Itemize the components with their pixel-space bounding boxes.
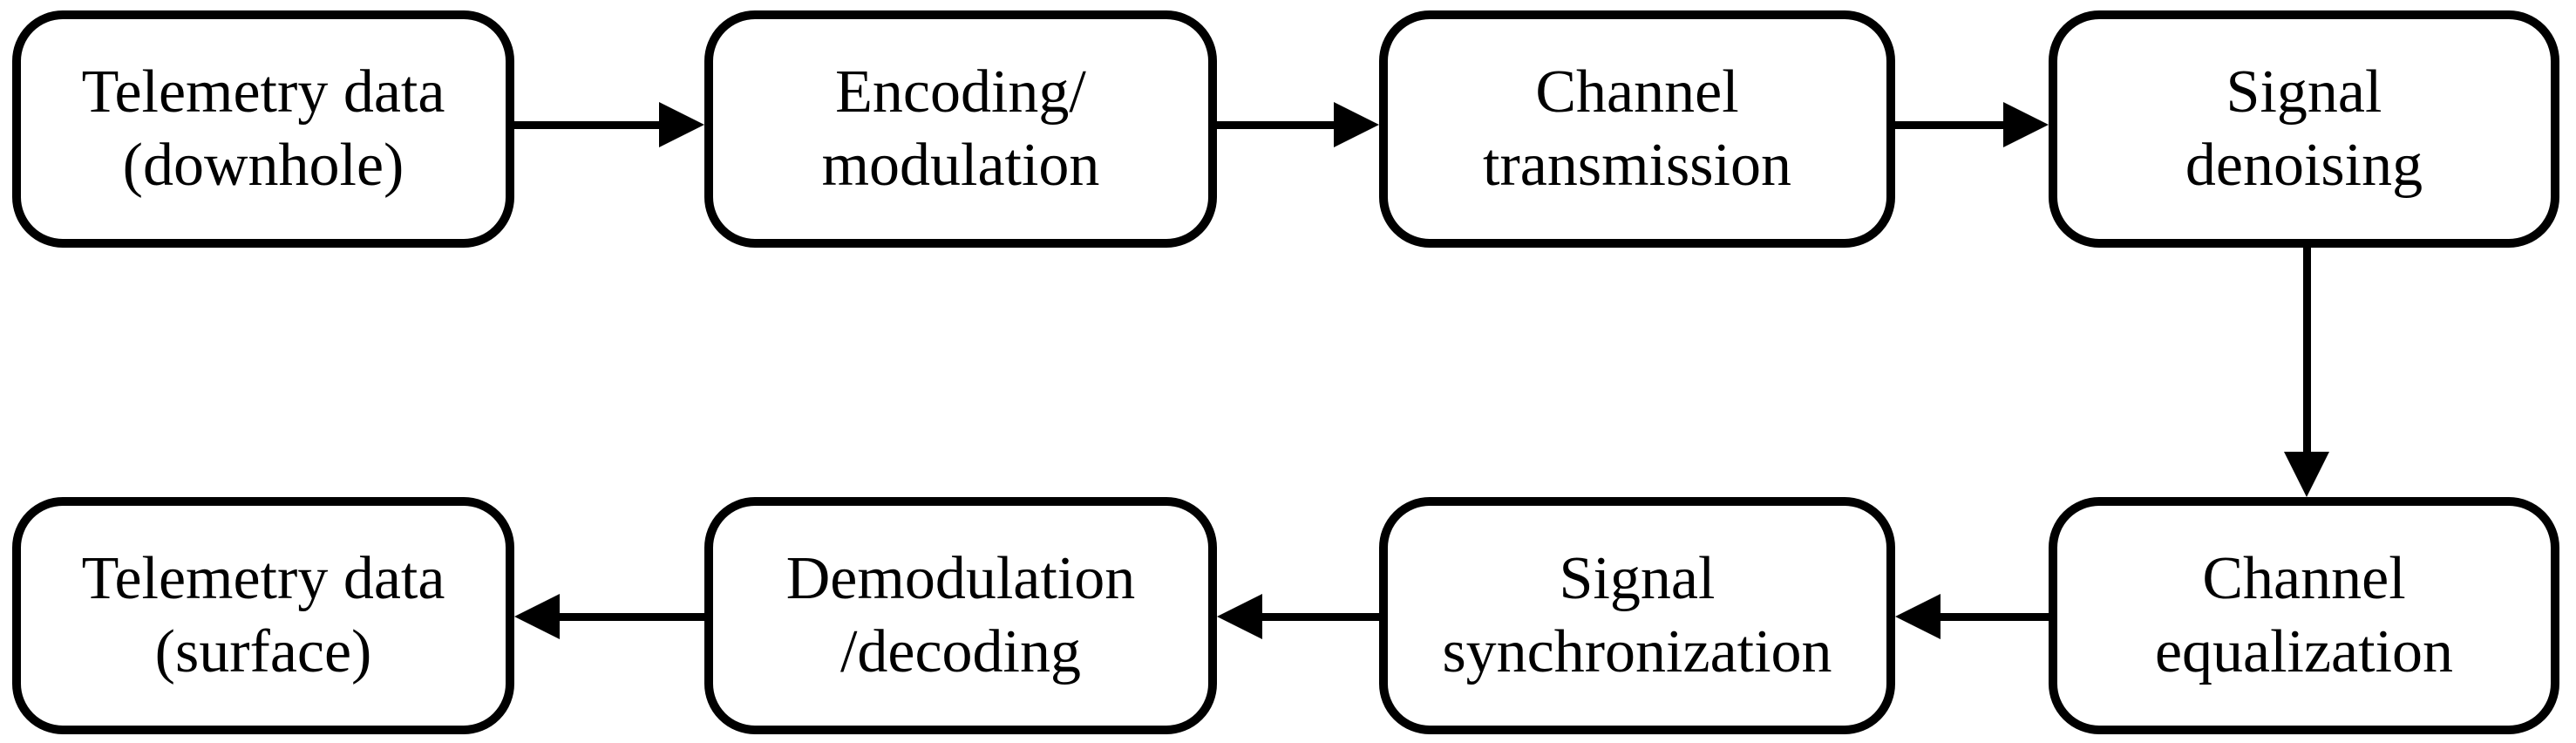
arrow-shaft [1261,613,1379,621]
arrowhead-right-icon [1334,102,1379,147]
node-label-line: (surface) [154,618,372,685]
arrow-shaft [558,613,704,621]
node-telemetry-data-downhole: Telemetry data (downhole) [12,10,514,248]
arrowhead-right-icon [2003,102,2049,147]
node-label-line: synchronization [1442,618,1832,685]
arrowhead-right-icon [659,102,704,147]
node-label-line: Signal [2226,58,2382,126]
node-label-line: modulation [821,132,1100,199]
arrow-shaft [511,121,661,129]
node-label-line: equalization [2154,618,2454,685]
arrowhead-left-icon [1217,594,1262,639]
node-label-line: transmission [1483,132,1791,199]
arrowhead-left-icon [1895,594,1940,639]
arrow-shaft [1892,121,2005,129]
node-signal-denoising: Signal denoising [2049,10,2559,248]
node-label-line: (downhole) [122,132,404,199]
node-channel-equalization: Channel equalization [2049,497,2559,734]
node-label-line: /decoding [839,618,1082,685]
node-signal-synchronization: Signal synchronization [1379,497,1895,734]
node-label-line: Channel [1535,58,1739,126]
node-encoding-modulation: Encoding/ modulation [704,10,1217,248]
node-label-line: Telemetry data [81,58,445,126]
arrow-shaft [1213,121,1336,129]
node-telemetry-data-surface: Telemetry data (surface) [12,497,514,734]
arrowhead-down-icon [2284,452,2329,497]
arrow-shaft [1939,613,2049,621]
node-label-line: denoising [2185,132,2423,199]
node-label-line: Channel [2202,545,2406,612]
arrow-shaft [2303,247,2311,453]
node-demodulation-decoding: Demodulation /decoding [704,497,1217,734]
node-label-line: Encoding/ [835,58,1086,126]
arrowhead-left-icon [514,594,560,639]
node-label-line: Signal [1559,545,1716,612]
node-label-line: Demodulation [785,545,1136,612]
node-label-line: Telemetry data [81,545,445,612]
node-channel-transmission: Channel transmission [1379,10,1895,248]
